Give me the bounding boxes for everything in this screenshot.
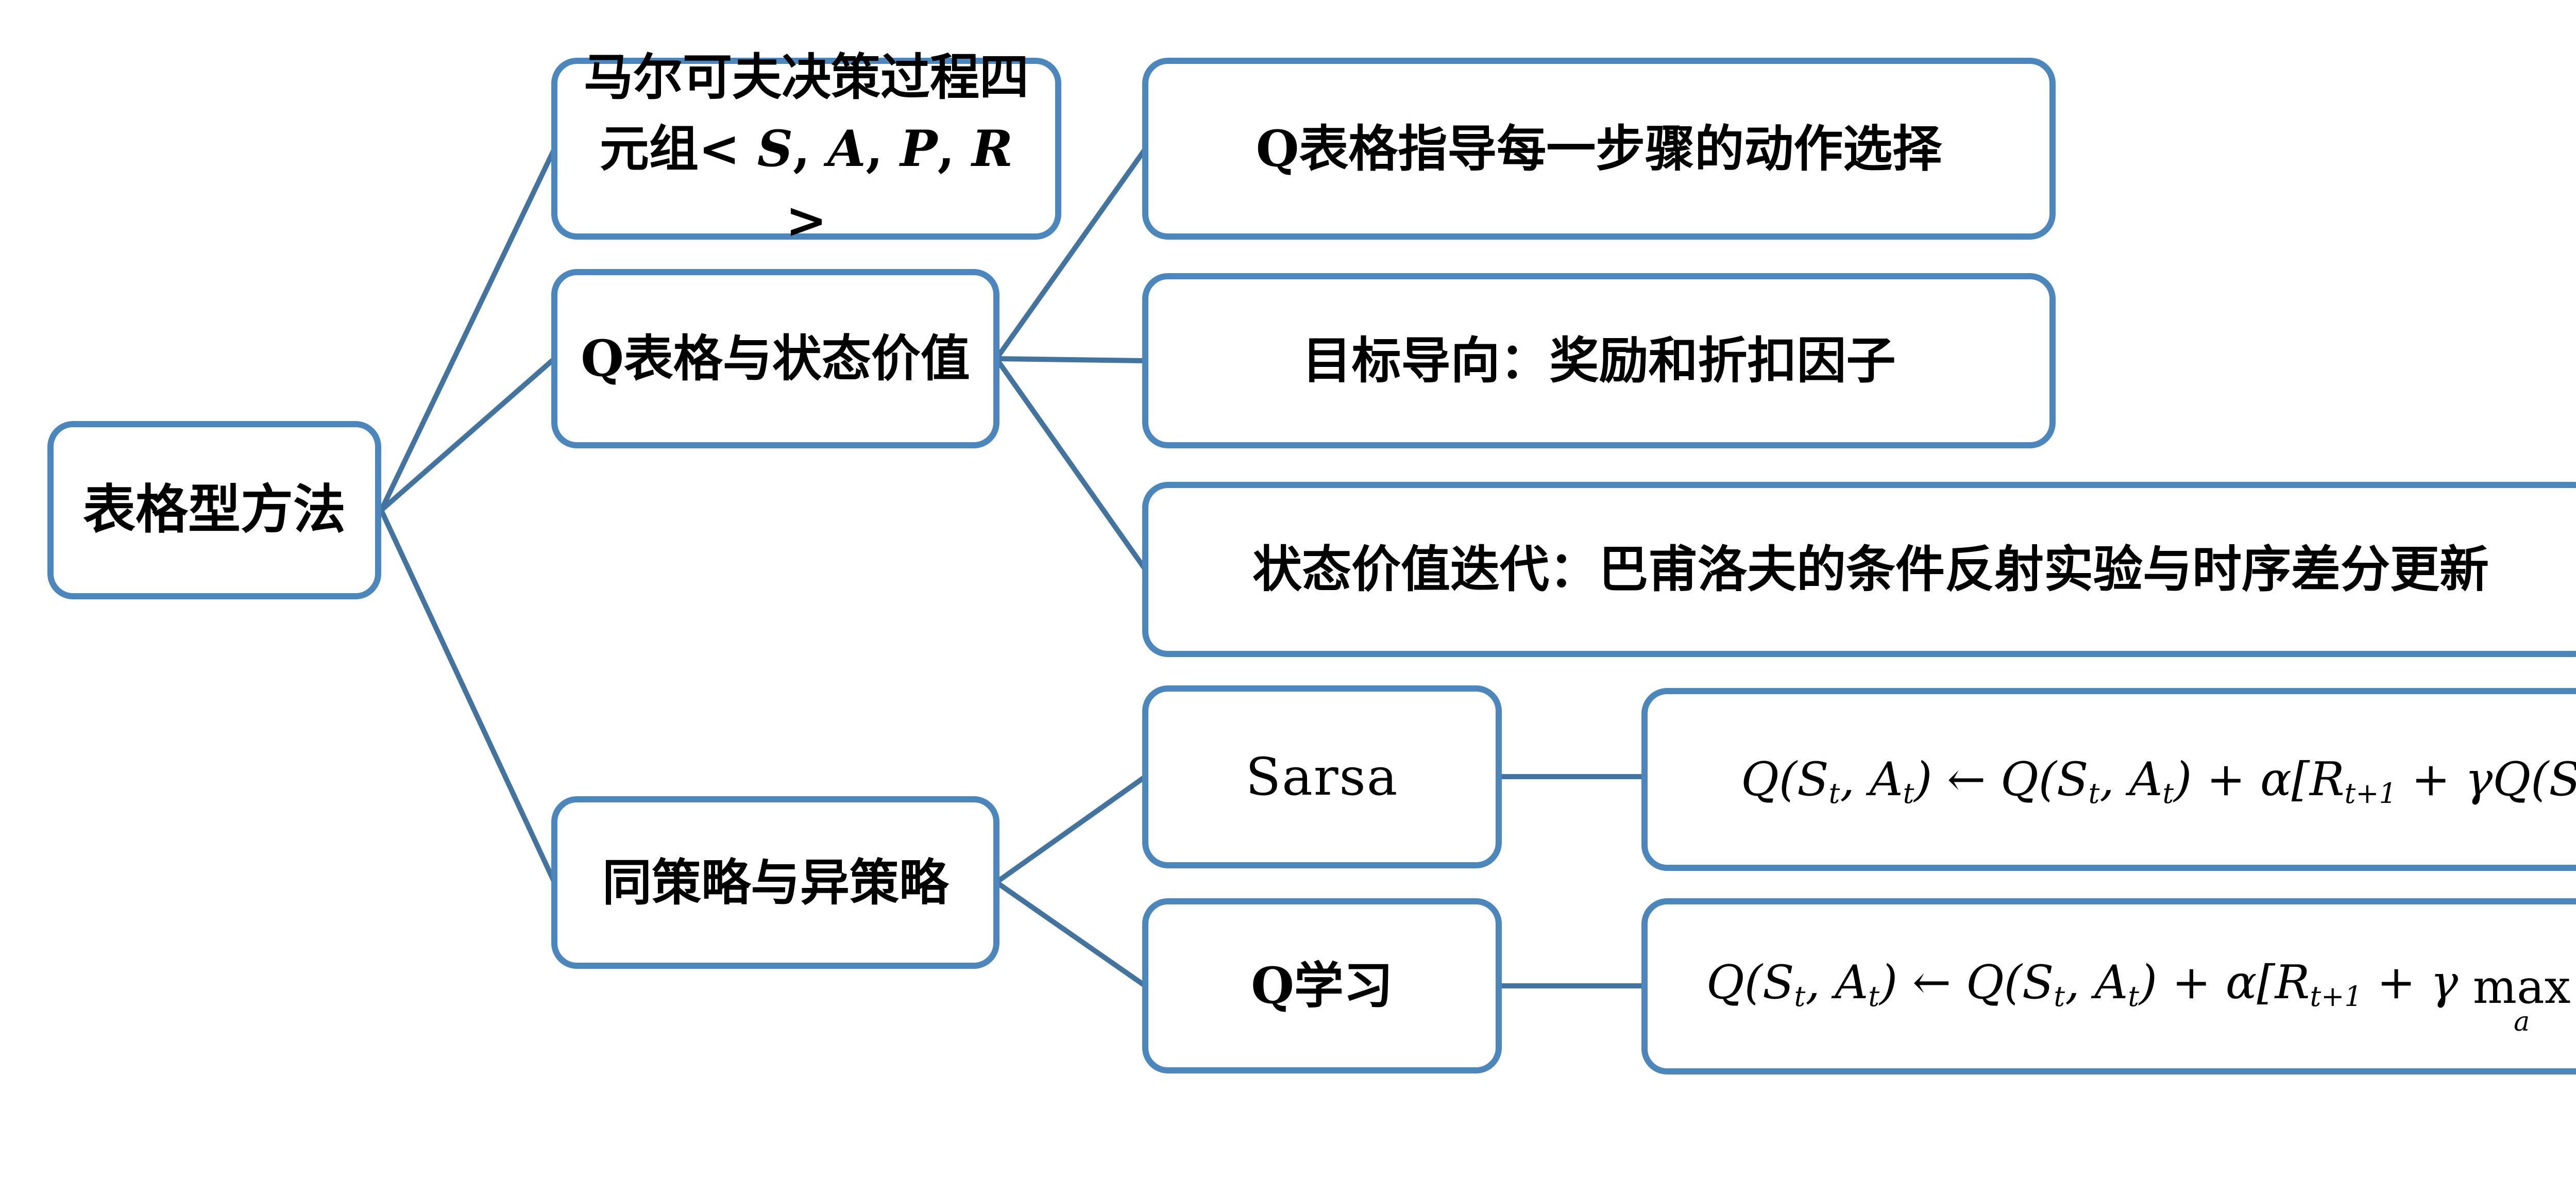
node-label: 马尔可夫决策过程四 元组< S, A, P, R > (557, 41, 1055, 257)
node-label: Q学习 (1251, 956, 1393, 1015)
node-q-table-guides-actions: Q表格指导每一步骤的动作选择 (1142, 58, 2056, 240)
node-on-policy-off-policy: 同策略与异策略 (551, 796, 999, 969)
mdp-line1: 马尔可夫决策过程四 (584, 47, 1029, 106)
connector-qtable-qguide (994, 146, 1148, 361)
node-label: 同策略与异策略 (602, 853, 948, 912)
node-mdp-tuple: 马尔可夫决策过程四 元组< S, A, P, R > (551, 48, 1061, 249)
node-goal-oriented: 目标导向：奖励和折扣因子 (1142, 273, 2056, 448)
node-label: Q表格指导每一步骤的动作选择 (1256, 119, 1942, 178)
sarsa-formula: Q(St, At) ← Q(St, At) + α[Rt+1 + γQ(St+1… (1741, 752, 2576, 810)
node-label: Q表格与状态价值 (581, 329, 970, 388)
connector-policy-qlearning (994, 880, 1148, 988)
connector-root-mdp (379, 146, 557, 513)
connector-qtable-valueiter (994, 356, 1148, 572)
node-sarsa: Sarsa (1142, 685, 1502, 868)
node-sarsa-update-formula: Q(St, At) ← Q(St, At) + α[Rt+1 + γQ(St+1… (1641, 688, 2576, 871)
connector-policy-sarsa (994, 774, 1148, 885)
node-label: 表格型方法 (83, 479, 346, 541)
node-state-value-iteration: 状态价值迭代：巴甫洛夫的条件反射实验与时序差分更新 (1142, 482, 2576, 657)
connector-qtable-goal (994, 356, 1148, 363)
node-q-table-state-value: Q表格与状态价值 (551, 269, 999, 448)
node-q-learning: Q学习 (1142, 898, 1502, 1073)
node-label: 目标导向：奖励和折扣因子 (1302, 331, 1896, 390)
mdp-line2: 元组< S, A, P, R > (599, 119, 1013, 250)
node-label: 状态价值迭代：巴甫洛夫的条件反射实验与时序差分更新 (1252, 540, 2489, 599)
connector-root-qtable (379, 356, 557, 513)
node-label: Sarsa (1245, 747, 1399, 807)
node-root: 表格型方法 (47, 421, 381, 599)
connector-root-policy (379, 508, 557, 885)
